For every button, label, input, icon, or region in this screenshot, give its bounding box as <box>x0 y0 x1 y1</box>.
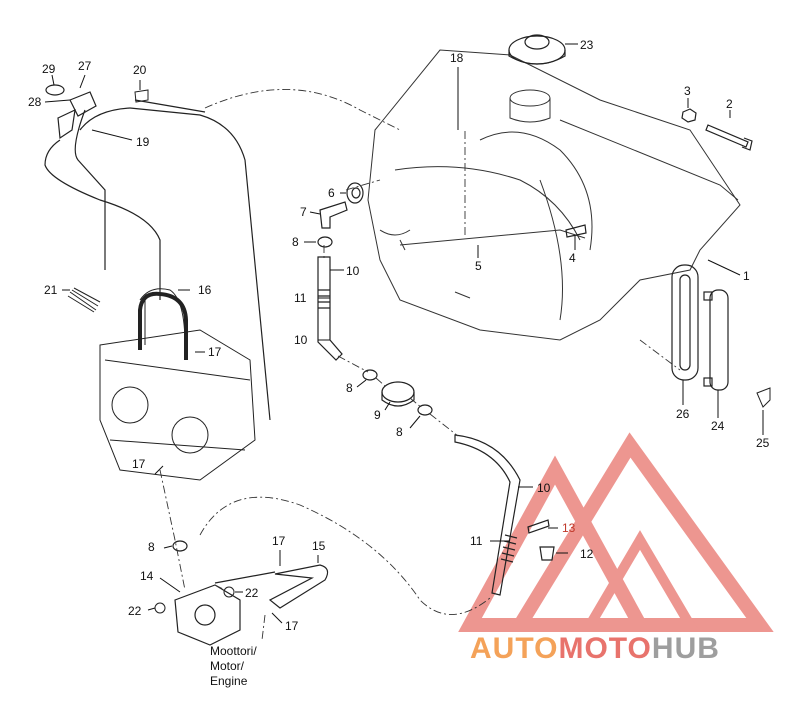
callout-24: 24 <box>711 419 725 433</box>
callout-9: 9 <box>374 408 381 422</box>
engine-label-line1: Moottori/ <box>210 644 257 658</box>
fuel-tank <box>367 49 741 341</box>
filler-neck <box>509 89 551 123</box>
callout-10c: 10 <box>537 481 551 495</box>
fuel-pump <box>174 571 276 646</box>
fuel-filter <box>381 381 415 407</box>
fuel-hose-lower <box>454 434 521 596</box>
callout-11a: 11 <box>294 291 307 305</box>
pump-screw-a <box>154 602 166 614</box>
callout-1: 1 <box>743 269 750 283</box>
callout-21: 21 <box>44 283 58 297</box>
routing-lines <box>159 89 681 641</box>
callout-22b: 22 <box>245 586 259 600</box>
callout-23: 23 <box>580 38 594 52</box>
watermark-part-c: HUB <box>652 632 720 665</box>
callout-25: 25 <box>756 436 770 450</box>
callout-8c: 8 <box>396 425 403 439</box>
spring-clip <box>756 387 771 408</box>
callout-3: 3 <box>684 84 691 98</box>
callout-22a: 22 <box>128 604 142 618</box>
callout-17b: 17 <box>132 457 146 471</box>
check-valve <box>527 519 550 534</box>
fuel-hose-upper <box>317 256 343 361</box>
callout-4: 4 <box>569 251 576 265</box>
callout-10a: 10 <box>346 264 360 278</box>
callout-2: 2 <box>726 97 733 111</box>
callout-13: 13 <box>562 521 576 535</box>
tank-strap <box>671 264 699 381</box>
callout-6: 6 <box>328 186 335 200</box>
callout-labels: 1 2 3 4 5 6 7 8 8 8 8 9 10 10 10 11 11 1… <box>28 38 770 633</box>
spring <box>67 287 101 313</box>
leader-lines <box>44 43 764 624</box>
hose-clip <box>539 546 555 561</box>
engine-label-line3: Engine <box>210 674 248 688</box>
hose-clamp-8d <box>172 540 188 552</box>
callout-8a: 8 <box>292 235 299 249</box>
pump-hose <box>268 564 329 609</box>
carburetor-assembly <box>99 288 256 481</box>
nut <box>681 108 697 123</box>
callout-16: 16 <box>198 283 212 297</box>
pump-screw-b <box>223 586 235 598</box>
callout-15: 15 <box>312 539 326 553</box>
grommet <box>346 182 364 204</box>
watermark-part-a: AUTO <box>470 632 558 665</box>
strap-pad <box>703 289 729 391</box>
engine-label-line2: Motor/ <box>210 659 245 673</box>
callout-11b: 11 <box>470 534 483 548</box>
vent-fitting <box>134 89 149 103</box>
callout-29: 29 <box>42 62 56 76</box>
primer-assembly <box>45 84 97 140</box>
fuel-line-carb <box>138 291 188 360</box>
callout-7: 7 <box>300 205 307 219</box>
hose-clamp-8b <box>362 369 378 381</box>
callout-17c: 17 <box>272 534 286 548</box>
watermark-text: AUTOMOTOHUB <box>470 632 720 665</box>
callout-8b: 8 <box>346 381 353 395</box>
watermark-logo <box>458 432 774 632</box>
callout-20: 20 <box>133 63 147 77</box>
callout-19: 19 <box>136 135 150 149</box>
watermark-part-b: MOTO <box>558 632 651 665</box>
callout-14: 14 <box>140 569 154 583</box>
pickup-filter <box>565 224 587 238</box>
callout-10b: 10 <box>294 333 308 347</box>
engine-label: Moottori/ Motor/ Engine <box>210 644 257 688</box>
fuel-cap <box>508 34 566 65</box>
callout-18: 18 <box>450 51 464 65</box>
callout-12: 12 <box>580 547 594 561</box>
callout-27: 27 <box>78 59 92 73</box>
callout-8d: 8 <box>148 540 155 554</box>
hose-clamp-8c <box>417 404 433 416</box>
hose-clamp-8a <box>317 236 333 248</box>
vent-line <box>44 99 271 421</box>
callout-28: 28 <box>28 95 42 109</box>
callout-17d: 17 <box>285 619 299 633</box>
elbow-fitting <box>319 201 348 229</box>
callout-5: 5 <box>475 259 482 273</box>
callout-26: 26 <box>676 407 690 421</box>
bolt <box>705 124 753 151</box>
callout-17a: 17 <box>208 345 222 359</box>
